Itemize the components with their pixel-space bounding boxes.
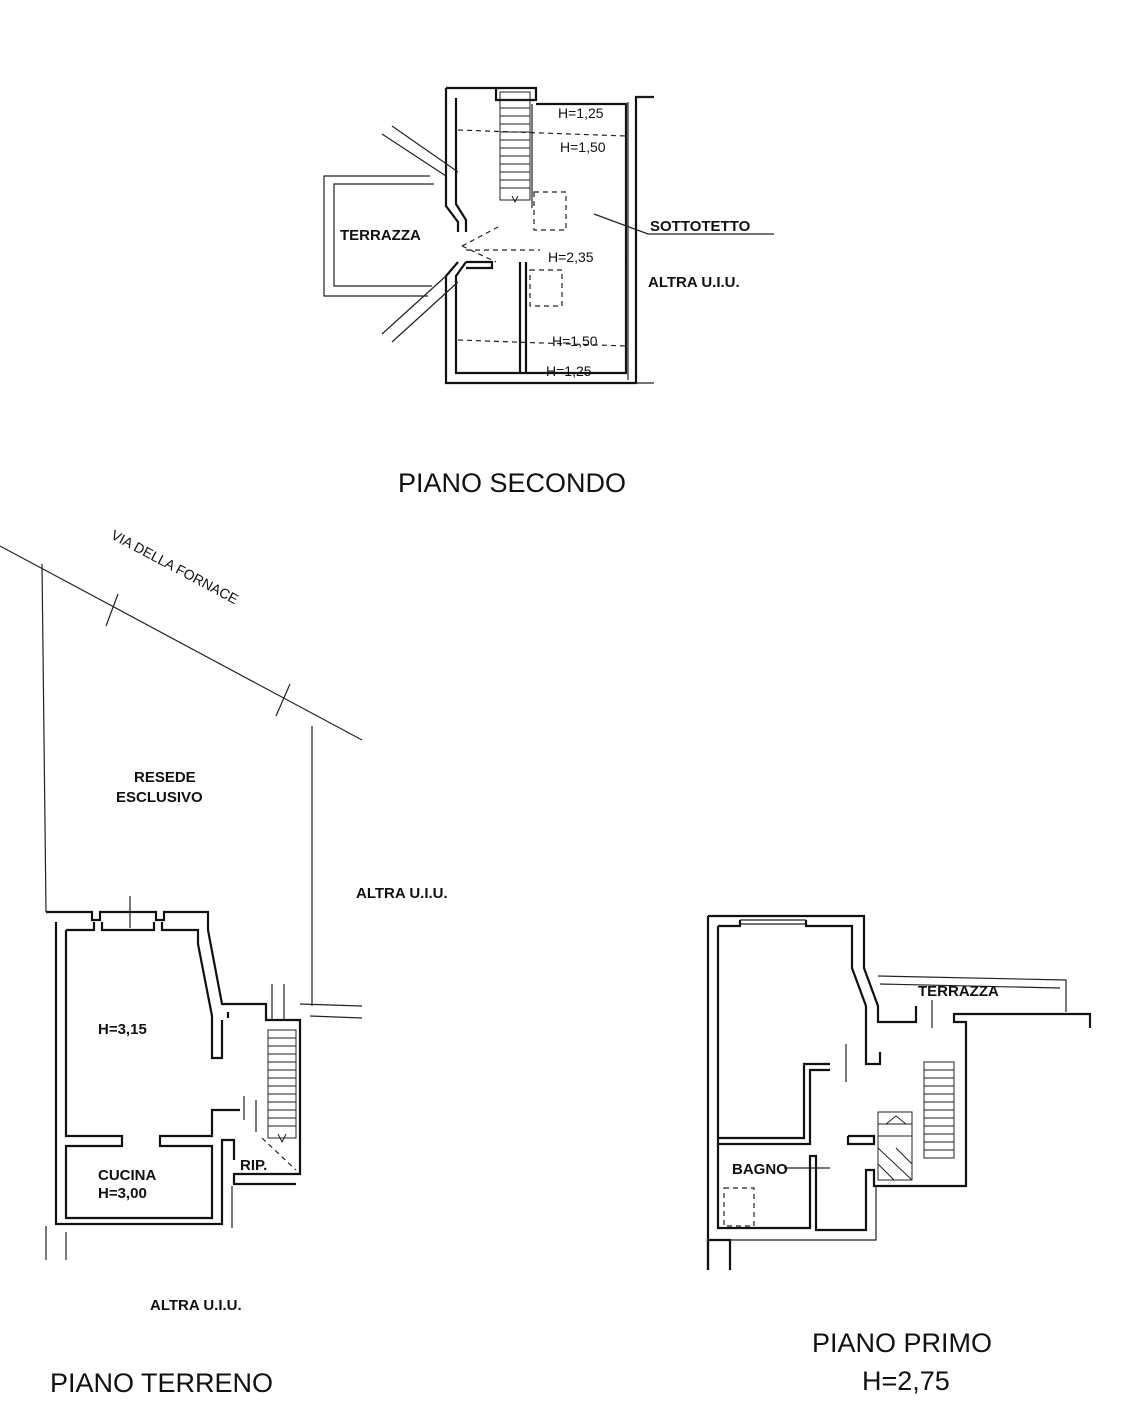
shower-tray: [723, 1187, 755, 1227]
street-ticks: [105, 593, 291, 717]
second-floor-partition: [518, 262, 528, 372]
ground-other-unit-right-label: ALTRA U.I.U.: [356, 885, 448, 902]
ground-floor-inner-wall: [64, 930, 240, 1220]
second-floor-inner-wall: [454, 102, 628, 375]
ground-floor-neighbour-lines: [45, 1186, 233, 1260]
first-floor-plan: TERRAZZA BAGNO PIANO PRIMO H=2,75: [706, 914, 1092, 1396]
first-floor-subtitle: H=2,75: [862, 1366, 950, 1396]
first-floor-staircase: [877, 1061, 955, 1181]
kitchen-height-label: H=3,00: [98, 1185, 147, 1202]
terrace-outline-inner: [333, 183, 434, 287]
second-floor-height-line-bottom: [457, 339, 627, 347]
storage-label: RIP.: [240, 1157, 267, 1174]
first-floor-terrace-label: TERRAZZA: [918, 983, 999, 1000]
first-floor-door-ticks: [845, 1000, 933, 1082]
terrace-label: TERRAZZA: [340, 227, 421, 244]
street-line: [0, 545, 363, 741]
yard-boundary-west: [41, 563, 47, 913]
terrace-outline-outer: [323, 175, 430, 297]
first-floor-inner-wall-north: [718, 920, 882, 1066]
ground-floor-main-room-wall: [66, 922, 224, 1060]
yard-label-2: ESCLUSIVO: [116, 789, 203, 806]
first-floor-inner-wall-south: [716, 926, 1092, 1232]
second-floor-staircase: [499, 91, 531, 204]
second-floor-west-wall-inner: [454, 98, 468, 232]
first-floor-terrace-outline: [877, 975, 1067, 1012]
bath-label: BAGNO: [732, 1161, 788, 1178]
height-label-bottom-1: H=1,50: [552, 333, 598, 349]
second-floor-partition-stub: [466, 260, 494, 270]
ground-floor-title: PIANO TERRENO: [50, 1368, 273, 1398]
main-room-height-label: H=3,15: [98, 1021, 147, 1038]
second-floor-plan: TERRAZZA SOTTOTETTO ALTRA U.I.U. H=1,25 …: [323, 86, 774, 498]
second-floor-door-swing: [461, 225, 501, 263]
skylight-upper: [533, 191, 567, 231]
first-floor-stub: [706, 1238, 732, 1270]
storage-hatch: [261, 1137, 297, 1171]
kitchen-label: CUCINA: [98, 1167, 156, 1184]
second-floor-title: PIANO SECONDO: [398, 468, 626, 498]
terrace-railing-bottom: [381, 275, 459, 343]
height-label-mid: H=2,35: [548, 249, 594, 265]
first-floor-window: [740, 919, 806, 925]
street-label: VIA DELLA FORNACE: [109, 527, 242, 608]
first-floor-outer-wall-north: [708, 914, 918, 1024]
first-floor-partition-bedroom-inner: [718, 1068, 830, 1146]
skylight-lower: [529, 269, 563, 307]
yard-label-1: RESEDE: [134, 769, 196, 786]
terrace-railing-top: [381, 125, 459, 177]
second-floor-neighbour-tick: [636, 96, 654, 384]
height-label-top-1: H=1,25: [558, 105, 604, 121]
ground-floor-window-ticks: [129, 896, 285, 1132]
height-label-top-2: H=1,50: [560, 139, 606, 155]
attic-label: SOTTOTETTO: [650, 218, 751, 235]
ground-floor-outer-wall-south: [54, 922, 236, 1226]
ground-floor-staircase: [261, 1029, 297, 1171]
first-floor-partition-bedroom: [718, 1062, 830, 1140]
ground-floor-neighbour-wall: [299, 1003, 363, 1019]
first-floor-terrace-inner: [879, 983, 1091, 1028]
attic-leader-line: [593, 213, 774, 235]
second-floor-other-unit-label: ALTRA U.I.U.: [648, 274, 740, 291]
second-floor-top-notch: [446, 86, 538, 102]
height-label-bottom-2: H=1,25: [546, 363, 592, 379]
ground-floor-plan: VIA DELLA FORNACE RESEDE ESCLUSIVO ALTRA…: [0, 527, 448, 1398]
first-floor-title: PIANO PRIMO: [812, 1328, 992, 1358]
second-floor-height-line-top: [457, 129, 627, 137]
ground-floor-outer-wall: [46, 910, 302, 1186]
ground-other-unit-bottom-label: ALTRA U.I.U.: [150, 1297, 242, 1314]
first-floor-outer-south: [730, 1186, 877, 1241]
first-floor-partition-hall: [846, 1134, 876, 1146]
second-floor-west-wall-upper: [444, 88, 460, 232]
